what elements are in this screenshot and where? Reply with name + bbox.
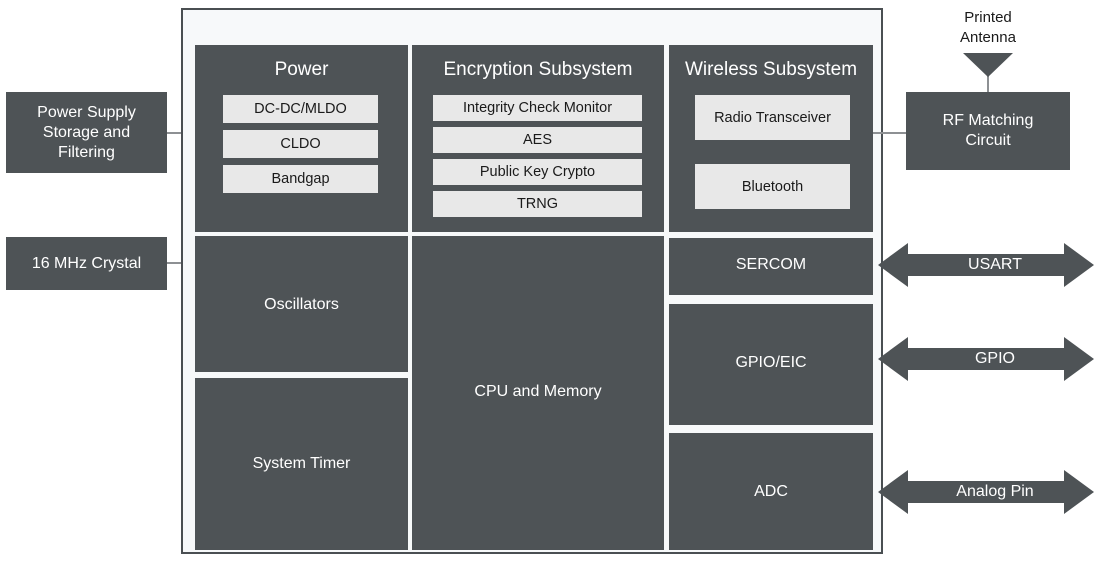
unit-sercom: SERCOM xyxy=(669,238,873,295)
group-power: Power DC-DC/MLDO CLDO Bandgap xyxy=(195,45,408,232)
rf-matching-line-1: RF Matching xyxy=(942,112,1034,129)
unit-system-timer-label: System Timer xyxy=(252,455,351,472)
unit-cpu-and-memory: CPU and Memory xyxy=(412,236,664,550)
subblock-dc-dc-mldo: DC-DC/MLDO xyxy=(223,95,378,123)
unit-adc: ADC xyxy=(669,433,873,550)
arrow-analog-pin-label: Analog Pin xyxy=(956,483,1034,500)
group-encryption: Encryption Subsystem Integrity Check Mon… xyxy=(412,45,664,232)
printed-antenna-label: Printed Antenna xyxy=(920,8,1056,47)
power-supply-line-1: Power Supply xyxy=(37,103,136,121)
crystal-label: 16 MHz Crystal xyxy=(31,254,142,272)
subblock-bandgap: Bandgap xyxy=(223,165,378,193)
unit-system-timer: System Timer xyxy=(195,378,408,550)
unit-gpio-eic: GPIO/EIC xyxy=(669,304,873,425)
arrow-gpio-label: GPIO xyxy=(974,350,1015,367)
subblock-integrity-check-monitor: Integrity Check Monitor xyxy=(433,95,642,121)
power-supply-line-3: Filtering xyxy=(58,143,115,161)
subblock-cldo: CLDO xyxy=(223,130,378,158)
power-supply-label: Power Supply Storage and Filtering xyxy=(37,103,136,163)
rf-matching-line-2: Circuit xyxy=(965,132,1011,149)
unit-adc-label: ADC xyxy=(754,483,788,500)
subblock-radio-transceiver: Radio Transceiver xyxy=(695,95,850,140)
group-power-title: Power xyxy=(274,59,329,80)
subblock-aes: AES xyxy=(433,127,642,153)
external-block-crystal: 16 MHz Crystal xyxy=(6,237,167,290)
unit-cpu-and-memory-label: CPU and Memory xyxy=(474,383,602,400)
unit-oscillators-label: Oscillators xyxy=(264,296,339,313)
connector-antenna-stem xyxy=(987,60,989,92)
subblock-bluetooth: Bluetooth xyxy=(695,164,850,209)
connector-wireless-rf xyxy=(873,132,907,134)
subblock-public-key-crypto: Public Key Crypto xyxy=(433,159,642,185)
group-encryption-title: Encryption Subsystem xyxy=(443,59,633,80)
antenna-line-1: Printed xyxy=(964,9,1012,26)
rf-matching-label: RF Matching Circuit xyxy=(943,111,1034,151)
unit-gpio-eic-label: GPIO/EIC xyxy=(735,354,807,371)
unit-sercom-label: SERCOM xyxy=(735,256,807,273)
external-block-rf-matching-circuit: RF Matching Circuit xyxy=(906,92,1070,170)
power-supply-line-2: Storage and xyxy=(42,123,131,141)
group-wireless-title: Wireless Subsystem xyxy=(684,59,858,80)
unit-oscillators: Oscillators xyxy=(195,236,408,372)
arrow-usart-label: USART xyxy=(968,256,1022,273)
external-block-power-supply: Power Supply Storage and Filtering xyxy=(6,92,167,173)
subblock-trng: TRNG xyxy=(433,191,642,217)
antenna-line-2: Antenna xyxy=(960,28,1016,46)
group-wireless: Wireless Subsystem Radio Transceiver Blu… xyxy=(669,45,873,232)
